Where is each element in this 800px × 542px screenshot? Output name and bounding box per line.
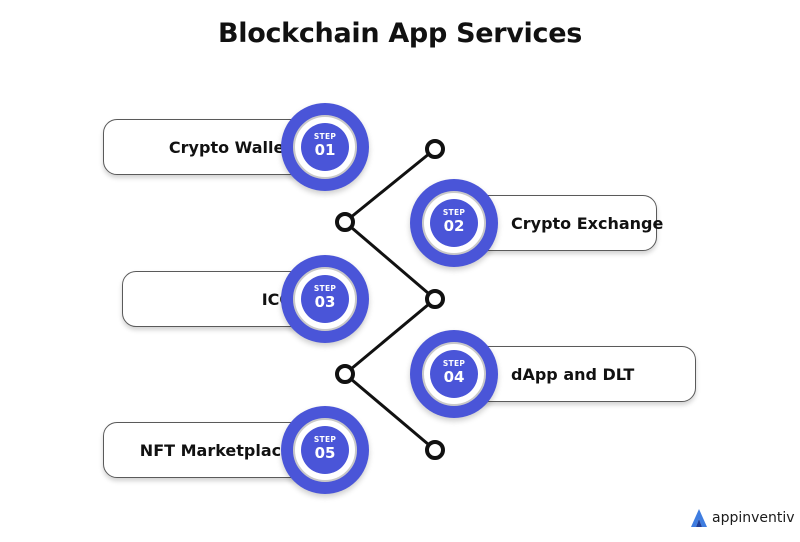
- diagram-title: Blockchain App Services: [217, 18, 583, 49]
- step-02-number: 02: [443, 217, 465, 235]
- connector-node: [425, 139, 445, 159]
- step-03-badge: STEP 03: [281, 255, 369, 343]
- connector-node: [425, 440, 445, 460]
- step-05-label: NFT Marketplace: [139, 440, 292, 460]
- step-03-number: 03: [314, 293, 336, 311]
- step-05-number: 05: [314, 444, 336, 462]
- step-01-badge: STEP 01: [281, 103, 369, 191]
- step-04-badge: STEP 04: [410, 330, 498, 418]
- connector-line-2: [344, 220, 436, 301]
- connector-node: [425, 289, 445, 309]
- step-04-label: dApp and DLT: [511, 364, 635, 384]
- brand-logo: appinventiv: [690, 506, 795, 530]
- connector-line-4: [344, 372, 436, 452]
- step-02-step-text: STEP: [442, 208, 466, 217]
- brand-name: appinventiv: [712, 510, 795, 526]
- step-02-label: Crypto Exchange: [511, 213, 664, 233]
- step-02-badge: STEP 02: [410, 179, 498, 267]
- connector-line-3: [344, 297, 436, 376]
- step-05-step-text: STEP: [313, 435, 337, 444]
- step-04-number: 04: [443, 368, 465, 386]
- connector-node: [335, 364, 355, 384]
- connector-line-1: [344, 147, 436, 224]
- step-05-badge: STEP 05: [281, 406, 369, 494]
- step-01-step-text: STEP: [313, 132, 337, 141]
- connector-node: [335, 212, 355, 232]
- step-04-step-text: STEP: [442, 359, 466, 368]
- step-03-step-text: STEP: [313, 284, 337, 293]
- appinventiv-logo-icon: [691, 509, 707, 527]
- step-01-label: Crypto Wallet: [168, 137, 292, 157]
- step-01-number: 01: [314, 141, 336, 159]
